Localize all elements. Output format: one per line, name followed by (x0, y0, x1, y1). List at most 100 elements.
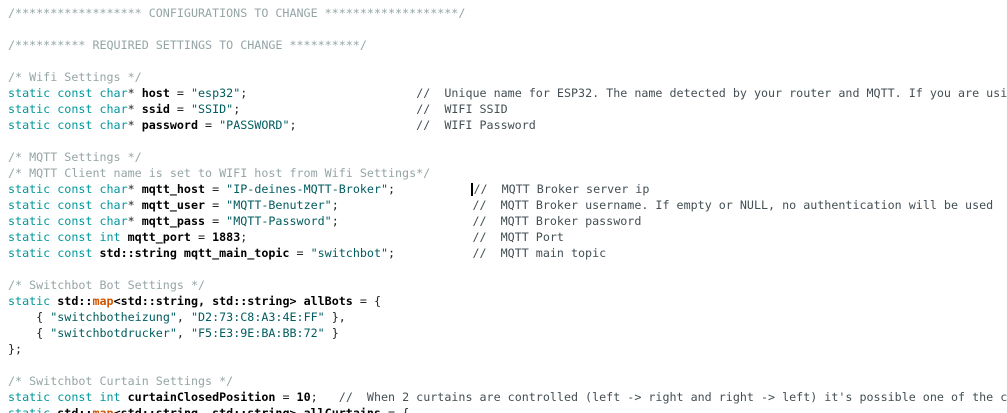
code-segment: ; (233, 102, 241, 116)
code-segment: static const char (8, 214, 128, 228)
code-line (8, 21, 1007, 37)
code-segment: "D2:73:C8:A3:4E:FF" (190, 310, 325, 324)
code-segment: mqtt_host (141, 182, 206, 196)
code-segment: * (127, 198, 142, 212)
code-segment: // Unique name for ESP32. The name detec… (416, 86, 1007, 100)
code-line: static const int mqtt_port = 1883; // MQ… (8, 229, 1007, 245)
text-cursor (471, 183, 474, 196)
code-line: static const int curtainClosedPosition =… (8, 389, 1007, 405)
code-segment: static const int (8, 230, 128, 244)
code-segment: mqtt_port (127, 230, 191, 244)
code-segment: host (141, 86, 170, 100)
code-segment (318, 390, 339, 404)
code-line: { "switchbotdrucker", "F5:E3:9E:BA:BB:72… (8, 325, 1007, 341)
code-line (8, 261, 1007, 277)
code-segment: static const char (8, 198, 128, 212)
code-segment: = (205, 214, 227, 228)
code-segment: /* Switchbot Bot Settings */ (8, 278, 206, 292)
code-line: /* MQTT Client name is set to WIFI host … (8, 165, 1007, 181)
code-segment: static (8, 294, 58, 308)
code-segment: static const char (8, 102, 128, 116)
code-segment: /********** REQUIRED SETTINGS TO CHANGE … (8, 38, 367, 52)
code-segment: = { (352, 294, 381, 308)
code-line: /****************** CONFIGURATIONS TO CH… (8, 5, 1007, 21)
code-line: static std::map<std::string, std::string… (8, 293, 1007, 309)
code-segment: map (92, 294, 114, 308)
code-line: /* Switchbot Bot Settings */ (8, 277, 1007, 293)
code-line (8, 133, 1007, 149)
code-segment: // WIFI SSID (416, 102, 508, 116)
code-segment: 10 (296, 390, 311, 404)
code-segment: = (169, 102, 191, 116)
code-segment: // MQTT Port (472, 230, 564, 244)
code-segment: /* Switchbot Curtain Settings */ (8, 374, 234, 388)
code-segment (240, 102, 416, 116)
code-segment: static const char (8, 182, 128, 196)
code-segment: // MQTT Broker password (472, 214, 642, 228)
code-segment: ; (240, 86, 248, 100)
code-segment: = (190, 230, 213, 244)
code-segment: = (289, 246, 311, 260)
code-segment: <std::string, std::string> allCurtains (113, 406, 381, 413)
code-segment: "IP-deines-MQTT-Broker" (226, 182, 389, 196)
code-line: /********** REQUIRED SETTINGS TO CHANGE … (8, 37, 1007, 53)
code-segment: static const char (8, 118, 128, 132)
code-segment: ; (310, 390, 318, 404)
code-segment: = (205, 182, 227, 196)
code-segment: { (8, 326, 51, 340)
code-segment: ssid (141, 102, 170, 116)
code-segment: map (92, 406, 114, 413)
code-segment: } (324, 326, 339, 340)
code-segment: ; (388, 246, 396, 260)
code-line: { "switchbotheizung", "D2:73:C8:A3:4E:FF… (8, 309, 1007, 325)
code-line: static const char* host = "esp32"; // Un… (8, 85, 1007, 101)
code-segment (297, 118, 417, 132)
code-segment: /* MQTT Client name is set to WIFI host … (8, 166, 431, 180)
code-segment: { (8, 310, 51, 324)
code-segment: * (127, 86, 142, 100)
code-segment: }; (8, 342, 23, 356)
code-segment: // WIFI Password (416, 118, 536, 132)
code-segment: std:: (57, 294, 93, 308)
code-line (8, 53, 1007, 69)
code-line: /* Switchbot Curtain Settings */ (8, 373, 1007, 389)
code-segment: 1883 (212, 230, 241, 244)
code-segment (395, 246, 472, 260)
code-segment: ; (331, 214, 339, 228)
code-line: /* MQTT Settings */ (8, 149, 1007, 165)
code-segment: // MQTT Broker server ip (473, 182, 650, 196)
code-segment (247, 230, 472, 244)
code-line (8, 357, 1007, 373)
code-segment: * (127, 102, 142, 116)
code-segment: "PASSWORD" (219, 118, 290, 132)
code-segment: static const (8, 246, 100, 260)
code-segment: ; (331, 198, 339, 212)
code-segment: "esp32" (190, 86, 241, 100)
code-segment: std::string mqtt_main_topic (99, 246, 290, 260)
code-segment: mqtt_user (141, 198, 206, 212)
code-segment: mqtt_pass (141, 214, 206, 228)
code-line: static const char* password = "PASSWORD"… (8, 117, 1007, 133)
code-segment: /****************** CONFIGURATIONS TO CH… (8, 6, 466, 20)
code-segment: }, (324, 310, 346, 324)
code-segment: * (127, 118, 142, 132)
code-segment: "F5:E3:9E:BA:BB:72" (190, 326, 325, 340)
code-segment: , (176, 326, 191, 340)
code-segment: password (141, 118, 198, 132)
code-segment: ; (388, 182, 396, 196)
code-segment: ; (289, 118, 297, 132)
code-segment (339, 214, 473, 228)
code-line: static const std::string mqtt_main_topic… (8, 245, 1007, 261)
code-segment: static (8, 406, 58, 413)
code-segment: , (176, 310, 191, 324)
code-segment: // When 2 curtains are controlled (left … (338, 390, 1007, 404)
code-segment: "switchbotdrucker" (50, 326, 177, 340)
code-line: }; (8, 341, 1007, 357)
code-segment: /* MQTT Settings */ (8, 150, 142, 164)
code-line: static const char* mqtt_host = "IP-deine… (8, 181, 1007, 197)
code-segment: // MQTT main topic (472, 246, 607, 260)
code-segment: = (275, 390, 297, 404)
code-segment: * (127, 182, 142, 196)
code-segment: "MQTT-Benutzer" (226, 198, 332, 212)
